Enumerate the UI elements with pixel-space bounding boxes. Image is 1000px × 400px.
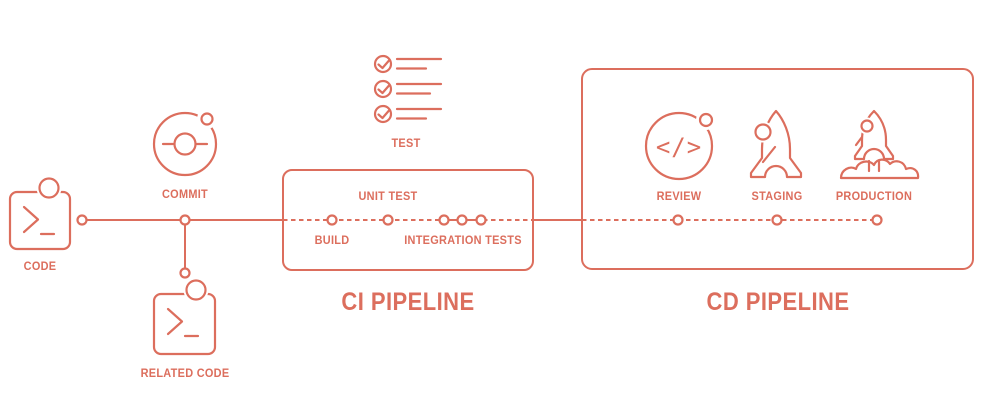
node-unit-test xyxy=(382,214,394,226)
terminal-icon xyxy=(152,277,217,356)
label-test: TEST xyxy=(391,138,421,150)
ci-pipeline-title: CI PIPELINE xyxy=(341,288,475,316)
cd-pipeline-title: CD PIPELINE xyxy=(706,288,850,316)
label-integration-tests: INTEGRATION TESTS xyxy=(404,235,522,247)
commit-nodes xyxy=(76,214,883,279)
node-integration-1 xyxy=(438,214,450,226)
node-staging xyxy=(771,214,783,226)
node-commit xyxy=(179,214,191,226)
label-unit-test: UNIT TEST xyxy=(358,191,418,203)
rocket-icon xyxy=(749,109,803,179)
node-review xyxy=(672,214,684,226)
terminal-icon xyxy=(8,175,72,251)
cd-pipeline-box xyxy=(581,68,974,270)
commit-icon xyxy=(152,109,218,177)
checklist-icon xyxy=(373,54,443,124)
label-staging: STAGING xyxy=(751,191,803,203)
label-code: CODE xyxy=(23,261,57,273)
node-integration-2 xyxy=(456,214,468,226)
node-related-code xyxy=(179,267,191,279)
node-code xyxy=(76,214,88,226)
rocket-launch-icon xyxy=(839,109,920,180)
label-review: REVIEW xyxy=(656,191,702,203)
node-integration-3 xyxy=(475,214,487,226)
code-review-icon: </> xyxy=(644,110,716,181)
node-build xyxy=(326,214,338,226)
label-related-code: RELATED CODE xyxy=(140,368,230,380)
label-production: PRODUCTION xyxy=(835,191,913,203)
label-commit: COMMIT xyxy=(161,189,209,201)
node-production xyxy=(871,214,883,226)
label-build: BUILD xyxy=(314,235,350,247)
code-glyph: </> xyxy=(656,133,702,161)
